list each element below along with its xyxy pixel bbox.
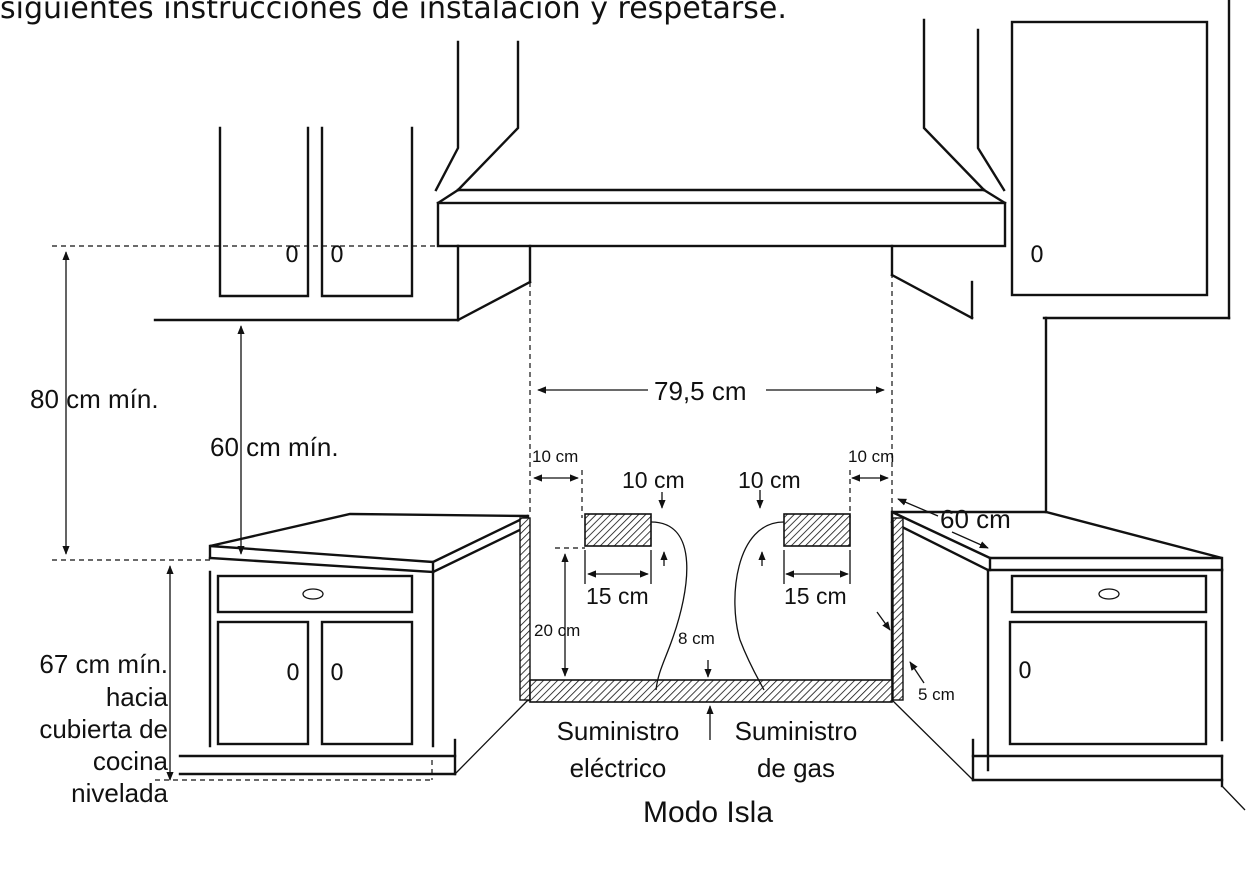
dimension-lines [52, 245, 989, 781]
electric-supply-line-2: eléctrico [570, 753, 667, 783]
electric-supply-line-1: Suministro [557, 716, 680, 746]
cabinet-clearance-label: 60 cm mín. [210, 432, 339, 462]
side-thickness-label: 5 cm [918, 685, 955, 704]
counter-height-line-3: cubierta de [39, 714, 168, 744]
upper-left-cabinet: 0 0 [153, 126, 532, 322]
electric-width-label: 15 cm [586, 583, 649, 609]
box-height-label: 20 cm [534, 621, 580, 640]
intro-text: siguientes instrucciones de instalación … [0, 0, 787, 26]
counter-height-line-5: nivelada [71, 778, 168, 808]
range-hood [434, 18, 1007, 248]
floor-thickness-label: 8 cm [678, 629, 715, 648]
counter-height-line-4: cocina [93, 746, 169, 776]
counter-depth-label: 60 cm [940, 504, 1011, 534]
upper-right-cabinet: 0 [890, 0, 1231, 514]
gas-width-label: 15 cm [784, 583, 847, 609]
lower-right-knob: 0 [1018, 659, 1032, 684]
right-base-cabinet: 0 [890, 510, 1246, 811]
upper-left-knob-2: 0 [330, 243, 344, 268]
hood-width-label: 79,5 cm [654, 376, 747, 406]
left-offset-label: 10 cm [532, 447, 578, 466]
labels: 80 cm mín. 60 cm mín. 79,5 cm 10 cm 10 c… [30, 376, 1011, 829]
gas-cable [734, 521, 785, 691]
gas-supply-box [783, 513, 851, 547]
gas-supply-line-1: Suministro [735, 716, 858, 746]
mode-label: Modo Isla [643, 796, 773, 829]
lower-left-knob-2: 0 [330, 661, 344, 686]
opening-cutout [529, 513, 893, 703]
right-offset-label: 10 cm [848, 447, 894, 466]
upper-left-knob-1: 0 [285, 243, 299, 268]
upper-right-knob: 0 [1030, 243, 1044, 268]
gas-top-label: 10 cm [738, 467, 801, 493]
electric-supply-box [584, 513, 652, 547]
overall-height-label: 80 cm mín. [30, 384, 159, 414]
counter-height-line-1: 67 cm mín. [39, 649, 168, 679]
lower-left-knob-1: 0 [286, 661, 300, 686]
gas-supply-line-2: de gas [757, 753, 835, 783]
electric-top-label: 10 cm [622, 467, 685, 493]
left-base-cabinet: 0 0 [178, 512, 531, 776]
counter-height-line-2: hacia [106, 682, 169, 712]
electric-cable [650, 521, 688, 691]
